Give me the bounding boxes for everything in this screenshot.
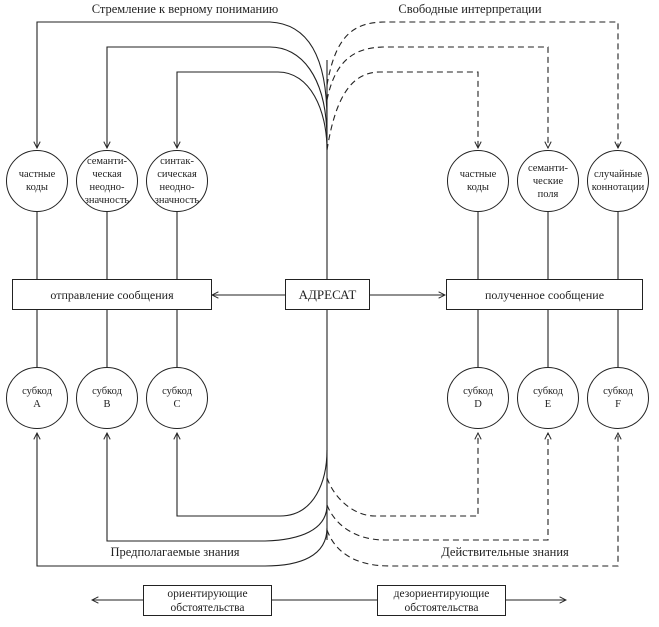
- top-left-curve-1: [37, 21, 328, 148]
- received-message-box: полученное сообщение: [446, 279, 643, 310]
- bottom-left-curve-2: [107, 433, 328, 542]
- addressee-box: АДРЕСАТ: [285, 279, 370, 310]
- bottom-left-curve-3: [37, 433, 328, 567]
- sent-message-box: отправление сообщения: [12, 279, 212, 310]
- top-right-curve-2: [326, 46, 548, 148]
- circle-subcode-c: субкод C: [146, 367, 208, 429]
- title-free-interpretations: Свободные интерпретации: [398, 2, 542, 16]
- orienting-circumstances-box: ориентирующие обстоятельства: [143, 585, 272, 616]
- circle-semantic-ambiguity: семанти- ческая неодно- значность: [76, 150, 138, 212]
- disorienting-circumstances-box: дезориентирующие обстоятельства: [377, 585, 506, 616]
- circle-random-connotations: случайные коннотации: [587, 150, 649, 212]
- top-right-curve-1: [326, 21, 618, 148]
- top-right-curve-3: [326, 71, 478, 151]
- title-presupposed-knowledge: Предполагаемые знания: [110, 545, 240, 559]
- circle-subcode-d: субкод D: [447, 367, 509, 429]
- circle-private-codes-right: частные коды: [447, 150, 509, 212]
- bottom-left-curve-1: [177, 433, 328, 517]
- bottom-right-curve-1: [326, 433, 478, 517]
- circle-subcode-e: субкод E: [517, 367, 579, 429]
- bottom-right-curve-2: [326, 433, 548, 541]
- circle-private-codes-left: частные коды: [6, 150, 68, 212]
- circle-syntactic-ambiguity: синтак- сическая неодно- значность: [146, 150, 208, 212]
- circle-semantic-fields: семанти- ческие поля: [517, 150, 579, 212]
- circle-subcode-b: субкод B: [76, 367, 138, 429]
- top-left-curve-3: [177, 71, 328, 151]
- circle-subcode-f: субкод F: [587, 367, 649, 429]
- bottom-right-curve-3: [326, 433, 618, 567]
- title-striving-correct-understanding: Стремление к верному пониманию: [91, 2, 279, 16]
- top-left-curve-2: [107, 46, 328, 148]
- title-actual-knowledge: Действительные знания: [441, 545, 569, 559]
- circle-subcode-a: субкод A: [6, 367, 68, 429]
